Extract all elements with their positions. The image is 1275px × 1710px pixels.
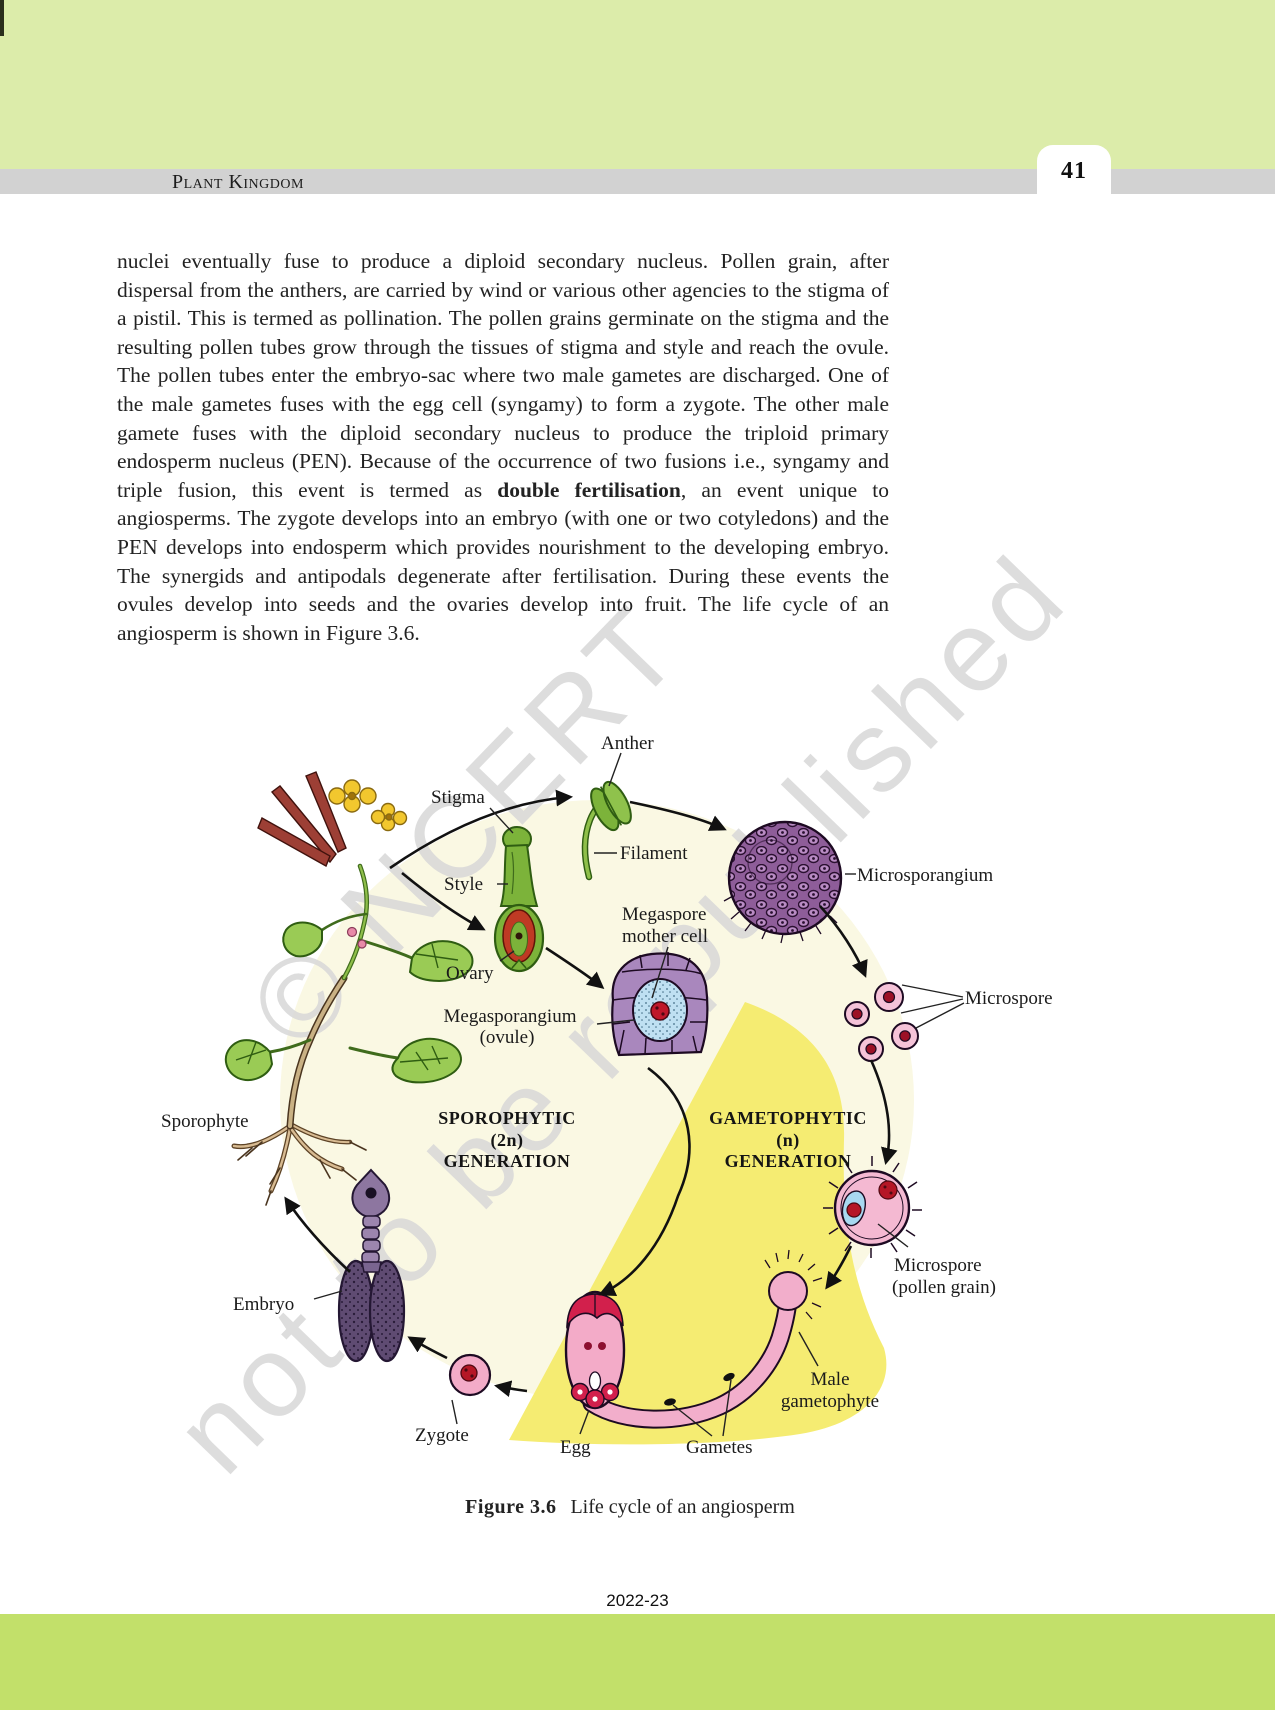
sporophyte-plant-drawing	[224, 771, 474, 1206]
label-anther: Anther	[601, 733, 654, 754]
paragraph-part1: nuclei eventually fuse to produce a dipl…	[117, 249, 889, 502]
figure-caption: Figure 3.6 Life cycle of an angiosperm	[0, 1496, 1260, 1519]
page-edge-mark	[0, 0, 4, 36]
arrow-embryo-to-plant	[284, 1196, 351, 1273]
male-gametophyte-drawing	[582, 1249, 823, 1429]
arrow-plant-to-anther	[389, 789, 574, 870]
paragraph-bold-term: double fertilisation	[497, 477, 681, 502]
pistil-drawing	[493, 826, 545, 973]
label-pollen-grain-1: Microspore	[894, 1255, 982, 1276]
label-pollen-grain-2: (pollen grain)	[892, 1277, 996, 1298]
label-egg: Egg	[560, 1437, 591, 1458]
label-megasporangium-1: Megasporangium	[444, 1006, 577, 1027]
embryo-drawing	[337, 1168, 406, 1363]
figure-caption-text: Life cycle of an angiosperm	[570, 1496, 795, 1518]
pollen-grain-drawing	[823, 1156, 922, 1258]
label-gametes: Gametes	[686, 1437, 752, 1458]
figure-caption-label: Figure 3.6	[465, 1496, 557, 1518]
figure-labels: Anther Stigma Filament Style Ovary Megas…	[161, 733, 1053, 1458]
label-zygote: Zygote	[415, 1425, 469, 1446]
arrow-egg-to-zygote	[494, 1380, 528, 1398]
leader-lines	[313, 752, 965, 1437]
ovule-drawing	[611, 952, 709, 1057]
arrow-zygote-to-embryo	[407, 1336, 448, 1360]
caption-gametophytic-1: GAMETOPHYTIC	[709, 1108, 867, 1128]
arrow-style-to-ovary	[401, 871, 486, 931]
chapter-title: Plant Kingdom	[172, 171, 304, 193]
label-ovary: Ovary	[446, 963, 494, 984]
cycle-arrows	[284, 789, 898, 1398]
caption-gametophytic-3: GENERATION	[725, 1151, 852, 1171]
label-megaspore-mother-cell-2: mother cell	[622, 926, 708, 947]
microspores-drawing	[844, 982, 919, 1062]
bottom-green-band	[0, 1614, 1275, 1710]
arrow-ovary-to-ovule	[545, 946, 605, 989]
arrow-microspores-to-pollen	[869, 1059, 898, 1165]
caption-sporophytic-3: GENERATION	[444, 1151, 571, 1171]
label-sporophyte: Sporophyte	[161, 1111, 249, 1132]
anther-drawing	[581, 780, 632, 881]
paragraph: nuclei eventually fuse to produce a dipl…	[117, 247, 889, 647]
paragraph-part2: , an event unique to angiosperms. The zy…	[117, 477, 890, 645]
label-male-gametophyte-1: Male	[810, 1369, 849, 1390]
generation-captions: SPOROPHYTIC (2n) GENERATION GAMETOPHYTIC…	[438, 1108, 867, 1171]
label-microsporangium: Microsporangium	[857, 865, 993, 886]
label-embryo: Embryo	[233, 1294, 294, 1315]
arrow-microsporangium-to-microspores	[819, 905, 868, 978]
top-green-band	[0, 0, 1275, 169]
page-number-tab	[1037, 145, 1111, 219]
caption-sporophytic-1: SPOROPHYTIC	[438, 1108, 576, 1128]
microsporangium-drawing	[723, 820, 843, 944]
label-style: Style	[444, 874, 483, 895]
label-microspore: Microspore	[965, 988, 1053, 1009]
label-megaspore-mother-cell-1: Megaspore	[622, 904, 706, 925]
caption-sporophytic-2: (2n)	[491, 1130, 524, 1151]
page-number: 41	[1061, 158, 1087, 184]
zygote-drawing	[448, 1353, 492, 1397]
footer-year: 2022-23	[606, 1591, 669, 1610]
embryo-sac-drawing	[564, 1290, 626, 1410]
label-male-gametophyte-2: gametophyte	[781, 1391, 879, 1412]
label-filament: Filament	[620, 843, 688, 864]
arrow-pollen-to-male-gametophyte	[825, 1245, 853, 1290]
arrow-ovule-to-egg	[598, 1066, 691, 1296]
caption-gametophytic-2: (n)	[776, 1130, 800, 1151]
arrow-anther-to-microsporangium	[629, 800, 727, 831]
label-megasporangium-2: (ovule)	[480, 1027, 535, 1048]
label-stigma: Stigma	[431, 787, 485, 808]
